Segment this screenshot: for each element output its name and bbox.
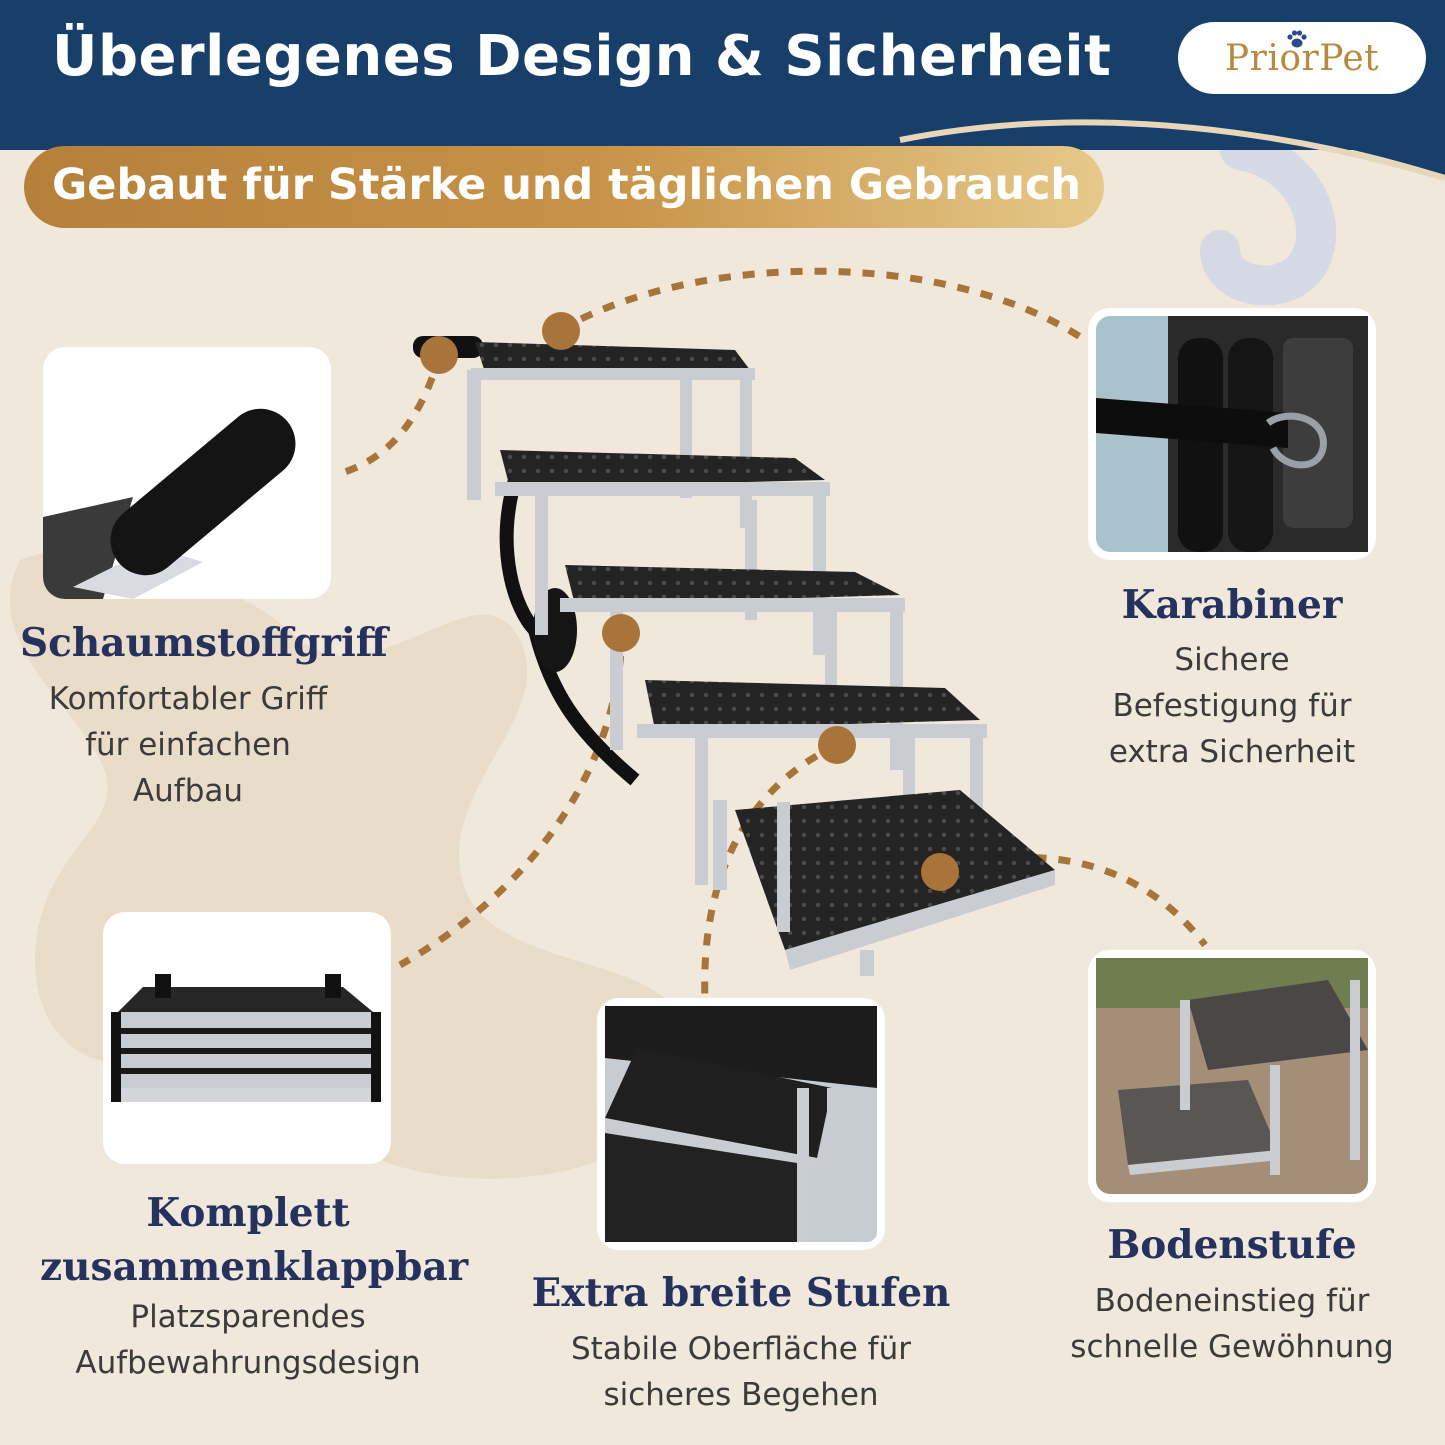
foldable-photo bbox=[103, 912, 391, 1164]
ground-step-title: Bodenstufe bbox=[1107, 1222, 1357, 1268]
foam-grip-desc: Komfortabler Griff für einfachen Aufbau bbox=[48, 681, 328, 809]
carabiner-photo bbox=[1088, 308, 1376, 560]
ground-step-desc: Bodeneinstieg für schnelle Gewöhnung bbox=[1070, 1283, 1394, 1365]
foam-grip-title: Schaumstoffgriff bbox=[20, 620, 388, 666]
foldable-title: Komplett zusammenklappbar bbox=[40, 1190, 469, 1290]
folded-stairs-image bbox=[111, 974, 381, 1102]
brand-logo: PriorPet bbox=[1178, 22, 1426, 94]
wide-steps-image bbox=[605, 1006, 877, 1242]
carabiner-image bbox=[1096, 316, 1368, 552]
marker-dot bbox=[602, 614, 640, 652]
wide-steps-title: Extra breite Stufen bbox=[531, 1270, 951, 1316]
ground-step-photo bbox=[1088, 950, 1376, 1202]
page-title: Überlegenes Design & Sicherheit bbox=[52, 24, 1112, 89]
ground-step-image bbox=[1096, 958, 1368, 1194]
carabiner-title: Karabiner bbox=[1121, 582, 1343, 628]
marker-dot bbox=[542, 312, 580, 350]
marker-dot bbox=[921, 853, 959, 891]
carabiner-desc: Sichere Befestigung für extra Sicherheit bbox=[1108, 642, 1356, 770]
wide-steps-desc: Stabile Oberfläche für sicheres Begehen bbox=[570, 1331, 911, 1413]
marker-dot bbox=[420, 336, 458, 374]
marker-dot bbox=[818, 726, 856, 764]
subtitle: Gebaut für Stärke und täglichen Gebrauch bbox=[52, 160, 1082, 210]
foldable-desc: Platzsparendes Aufbewahrungsdesign bbox=[75, 1299, 421, 1381]
foam-grip-photo bbox=[43, 347, 331, 599]
paw-icon bbox=[1287, 30, 1307, 48]
subtitle-banner bbox=[24, 146, 1104, 228]
foam-handle-image bbox=[43, 408, 296, 599]
wide-steps-photo bbox=[597, 998, 885, 1250]
header-curve bbox=[0, 0, 1445, 181]
dog-stairs-illustration bbox=[413, 336, 1055, 976]
